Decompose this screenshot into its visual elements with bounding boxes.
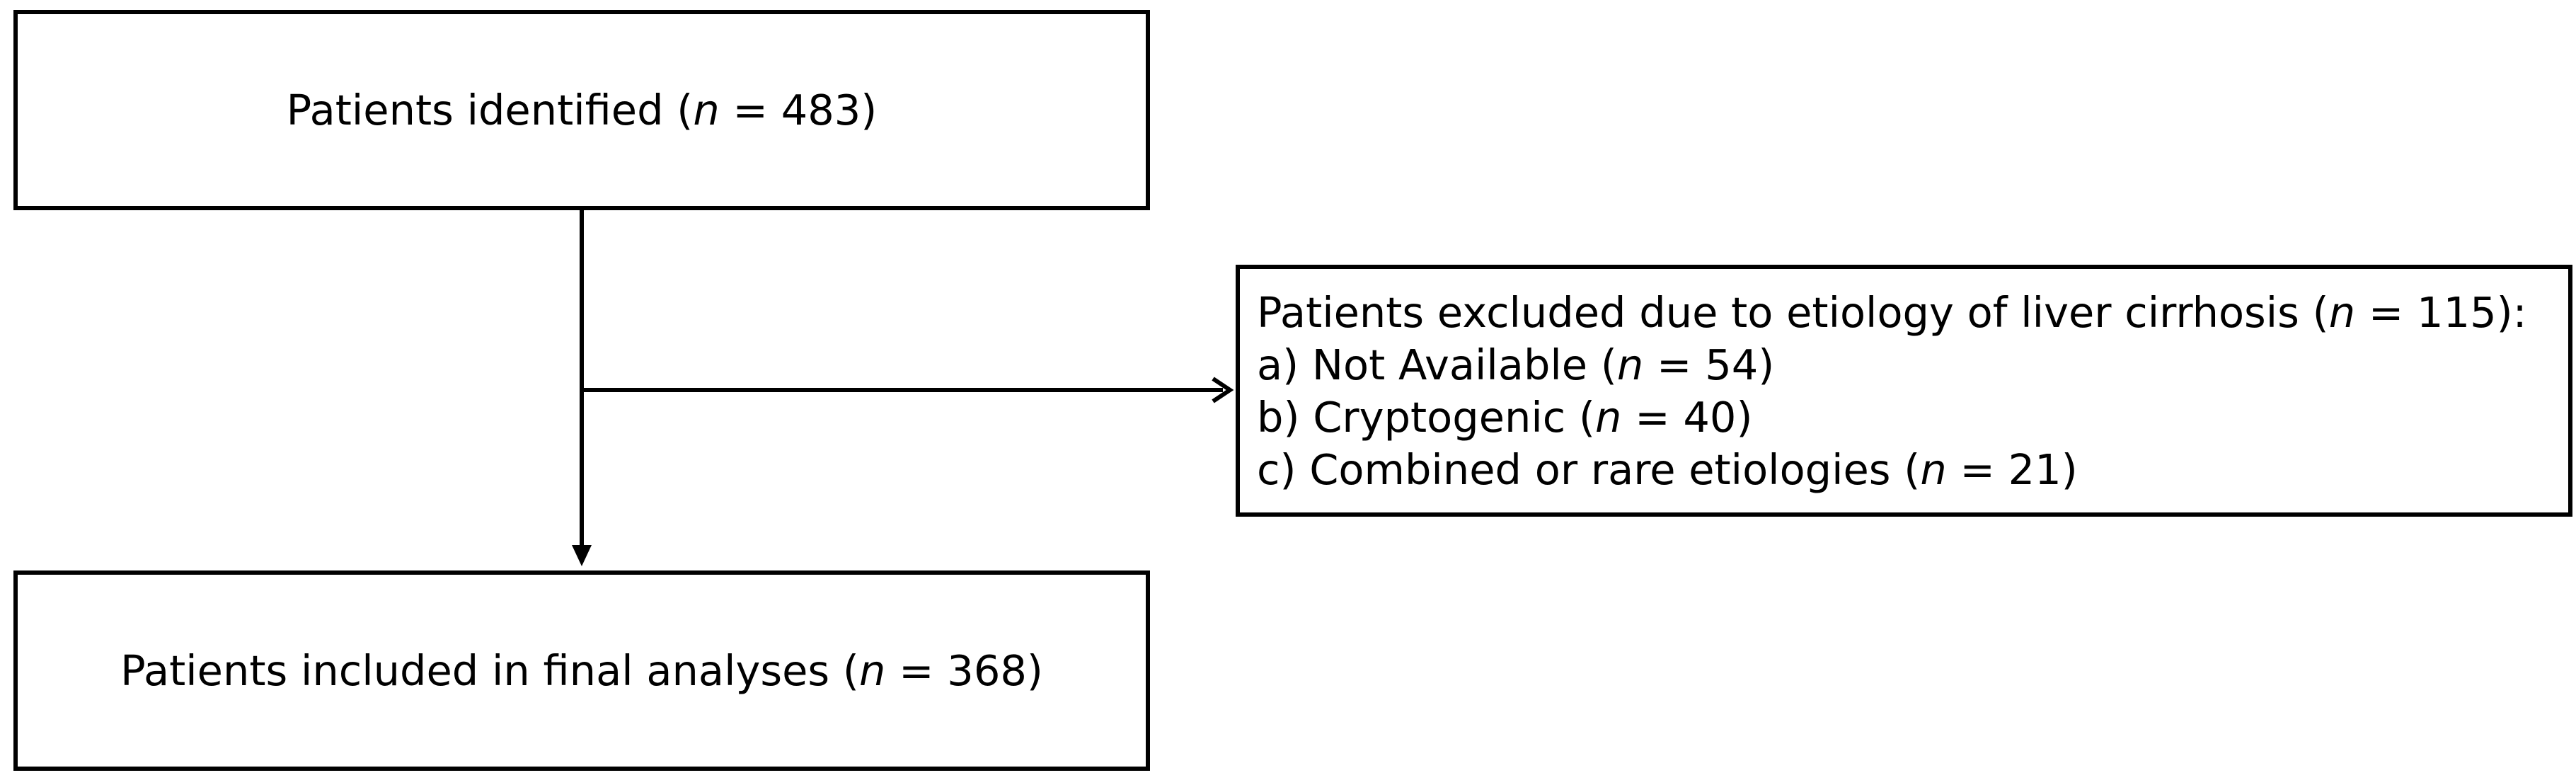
excluded-item-n-symbol: n bbox=[1595, 392, 1622, 442]
identified-count: = 483) bbox=[719, 86, 878, 134]
excluded-item-combined-rare: c) Combined or rare etiologies (n = 21) bbox=[1257, 443, 2568, 495]
excluded-item-cryptogenic: b) Cryptogenic (n = 40) bbox=[1257, 391, 2568, 443]
excluded-item-count: = 40) bbox=[1621, 392, 1753, 442]
excluded-item-prefix: a) Not Available ( bbox=[1257, 340, 1617, 389]
excluded-item-n-symbol: n bbox=[1920, 445, 1947, 494]
identified-n-symbol: n bbox=[693, 86, 720, 134]
included-count: = 368) bbox=[885, 646, 1043, 695]
included-prefix: Patients included in final analyses ( bbox=[120, 646, 859, 695]
identified-prefix: Patients identified ( bbox=[286, 86, 694, 134]
exclusion-branch-arrowhead bbox=[1212, 377, 1234, 403]
excluded-heading-count: = 115): bbox=[2355, 287, 2527, 337]
patients-included-label: Patients included in final analyses (n =… bbox=[120, 650, 1043, 692]
patients-included-box: Patients included in final analyses (n =… bbox=[13, 570, 1150, 771]
excluded-item-n-symbol: n bbox=[1616, 340, 1644, 389]
excluded-item-count: = 54) bbox=[1643, 340, 1775, 389]
main-flow-arrowhead bbox=[572, 545, 592, 566]
included-n-symbol: n bbox=[858, 646, 886, 695]
excluded-item-count: = 21) bbox=[1946, 445, 2078, 494]
patients-excluded-box: Patients excluded due to etiology of liv… bbox=[1236, 265, 2572, 517]
excluded-heading-n-symbol: n bbox=[2328, 287, 2356, 337]
patients-identified-box: Patients identified (n = 483) bbox=[13, 10, 1150, 210]
excluded-heading-prefix: Patients excluded due to etiology of liv… bbox=[1257, 287, 2329, 337]
patients-identified-label: Patients identified (n = 483) bbox=[287, 89, 878, 131]
excluded-item-prefix: b) Cryptogenic ( bbox=[1257, 392, 1596, 442]
excluded-item-prefix: c) Combined or rare etiologies ( bbox=[1257, 445, 1921, 494]
excluded-heading: Patients excluded due to etiology of liv… bbox=[1257, 286, 2568, 338]
excluded-item-not-available: a) Not Available (n = 54) bbox=[1257, 338, 2568, 391]
